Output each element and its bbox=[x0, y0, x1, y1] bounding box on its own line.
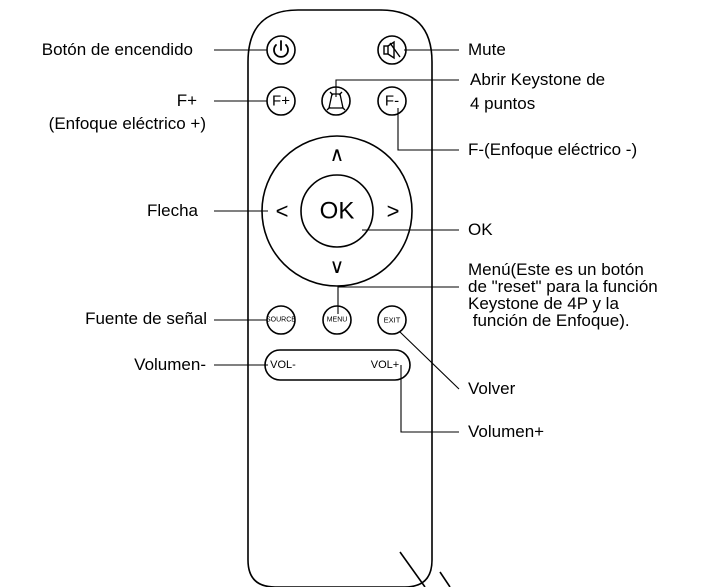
exit-button[interactable]: EXIT bbox=[377, 305, 407, 335]
arrow-left-button[interactable]: < bbox=[276, 199, 289, 224]
callout-lines bbox=[214, 49, 460, 433]
back-callout-line bbox=[399, 331, 460, 390]
f-minus-button-text: F- bbox=[385, 93, 399, 110]
f-minus-callout-line bbox=[397, 108, 459, 151]
exit-button-text: EXIT bbox=[384, 316, 401, 325]
mute-button[interactable] bbox=[377, 35, 407, 65]
f-plus-desc-label: (Enfoque eléctrico +) bbox=[48, 114, 206, 133]
menu-label-line-3: Keystone de 4P y la bbox=[468, 294, 619, 313]
arrow-right-button[interactable]: > bbox=[387, 199, 400, 224]
vol-plus-callout-line bbox=[400, 365, 459, 433]
keystone-label-line-2: 4 puntos bbox=[470, 94, 536, 113]
vol-minus-button[interactable]: VOL- bbox=[270, 359, 296, 371]
keystone-button[interactable] bbox=[321, 86, 351, 116]
vol-plus-button[interactable]: VOL+ bbox=[371, 359, 399, 371]
vol-minus-label: Volumen- bbox=[134, 355, 206, 374]
ok-label: OK bbox=[468, 220, 493, 239]
source-label: Fuente de señal bbox=[85, 309, 207, 328]
ok-button-text: OK bbox=[320, 198, 355, 225]
arrow-label: Flecha bbox=[146, 201, 198, 220]
power-icon bbox=[273, 40, 289, 58]
menu-callout-line bbox=[337, 286, 459, 314]
power-label: Botón de encendido bbox=[41, 40, 193, 59]
f-plus-button-text: F+ bbox=[272, 93, 290, 110]
keystone-trapezoid-icon bbox=[326, 91, 346, 111]
keystone-label-line-1: Abrir Keystone de bbox=[470, 70, 606, 89]
power-button[interactable] bbox=[266, 35, 296, 65]
arrow-up-button[interactable]: ∧ bbox=[330, 144, 345, 166]
source-button-text: SOURCE bbox=[266, 317, 296, 324]
keystone-callout-line bbox=[335, 79, 459, 97]
f-minus-label: F-(Enfoque eléctrico -) bbox=[468, 140, 638, 159]
menu-label-line-4: función de Enfoque). bbox=[468, 311, 630, 330]
menu-label-line-1: Menú(Este es un botón bbox=[468, 260, 644, 279]
remote-body bbox=[247, 9, 433, 587]
mute-label: Mute bbox=[468, 40, 506, 59]
menu-button-text: MENU bbox=[327, 317, 348, 324]
hand-outline bbox=[399, 551, 451, 587]
f-plus-label: F+ bbox=[176, 91, 197, 110]
f-minus-button[interactable]: F- bbox=[377, 86, 407, 116]
menu-button[interactable]: MENU bbox=[322, 305, 352, 335]
speaker-mute-icon bbox=[383, 40, 401, 60]
f-plus-button[interactable]: F+ bbox=[266, 86, 296, 116]
arrow-down-button[interactable]: ∨ bbox=[330, 256, 345, 278]
vol-plus-label: Volumen+ bbox=[468, 422, 545, 441]
back-label: Volver bbox=[468, 379, 516, 398]
menu-label-line-2: de "reset" para la función bbox=[468, 277, 658, 296]
ok-button[interactable]: OK bbox=[300, 174, 374, 248]
source-button[interactable]: SOURCE bbox=[266, 305, 296, 335]
